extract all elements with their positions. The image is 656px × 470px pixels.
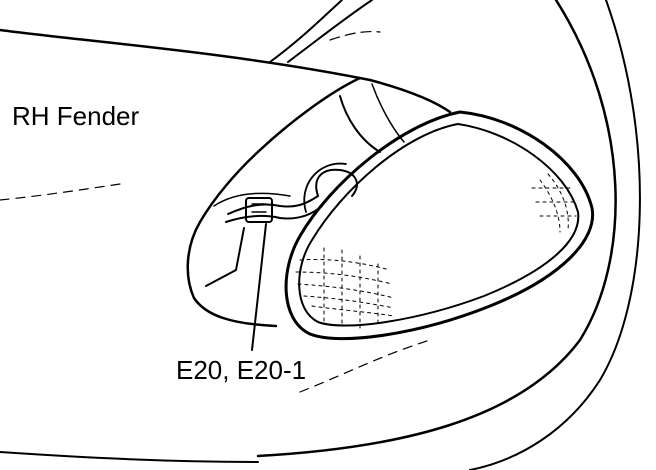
wire-loop — [315, 168, 358, 197]
connector-body — [245, 197, 273, 223]
fender-top-edge — [0, 28, 372, 82]
fender-right-sweep — [256, 0, 617, 458]
fender-bottom-edge — [0, 451, 259, 463]
fender-crease — [329, 30, 381, 41]
leader-line — [251, 223, 267, 351]
lamp-opening — [186, 76, 452, 328]
opening-back-wall — [339, 95, 381, 153]
fender-lower-contour — [299, 339, 431, 393]
opening-inner-ridge — [213, 192, 291, 207]
opening-inner-floor — [205, 227, 245, 287]
fender-panel — [0, 0, 641, 470]
fender-upper-line — [269, 0, 343, 63]
fender-label: RH Fender — [12, 101, 140, 131]
connector-label: E20, E20-1 — [176, 355, 307, 385]
wire-loop-2 — [303, 162, 347, 213]
opening-back-wall-2 — [371, 83, 405, 143]
connector-latch — [251, 203, 267, 213]
opening-left-wall — [186, 220, 278, 328]
lens-outer — [284, 110, 595, 341]
connector-assembly — [225, 162, 358, 351]
opening-outer-lip — [368, 78, 452, 114]
lens-texture — [295, 173, 577, 329]
fender-right-sweep-inner — [469, 0, 641, 470]
fender-dashed-contour — [0, 183, 121, 201]
lens-inner — [298, 123, 580, 327]
side-marker-lamp — [284, 110, 595, 341]
fender-upper-line-2 — [287, 0, 373, 63]
opening-top-edge — [198, 76, 362, 224]
wire-harness-2 — [225, 205, 323, 223]
wire-harness — [227, 195, 319, 215]
